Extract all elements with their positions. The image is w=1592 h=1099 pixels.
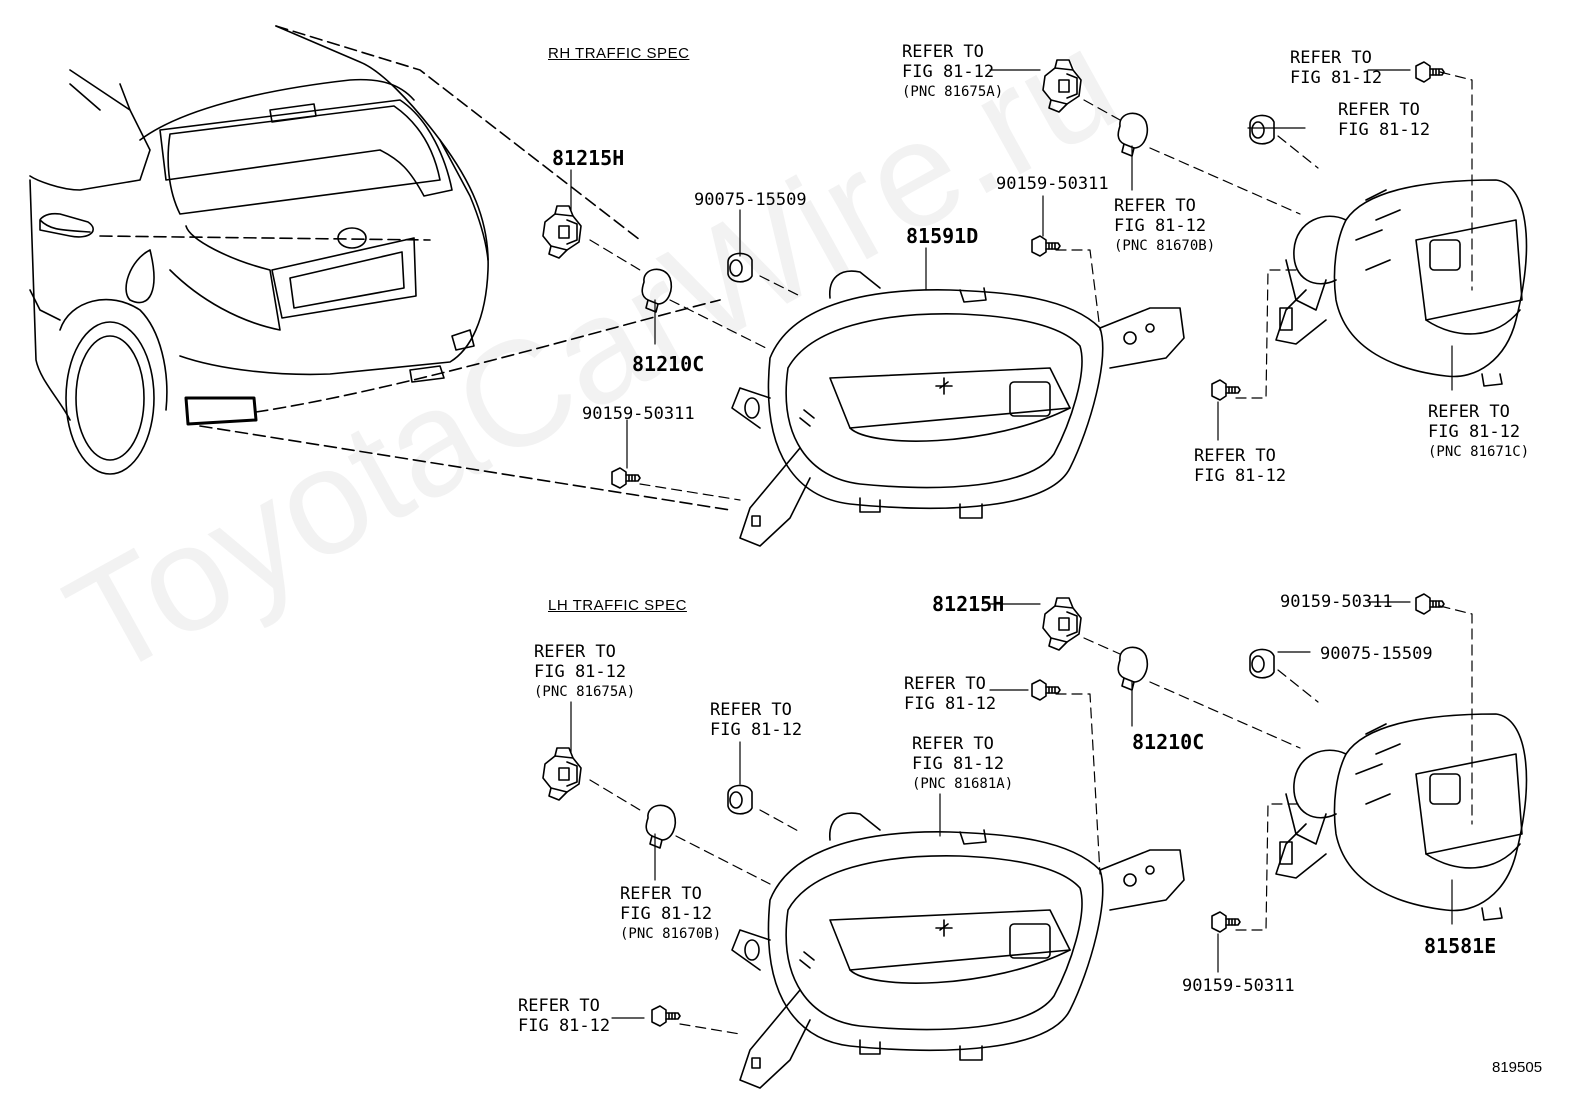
lh-part-81215H: 81215H (932, 592, 1005, 616)
rh-part-81215H: 81215H (552, 146, 625, 170)
lh-part-81210C: 81210C (1132, 730, 1205, 754)
rh-part-81210C: 81210C (632, 352, 705, 376)
lamp-81591D (731, 270, 1185, 547)
rh-part-90075: 90075-15509 (694, 190, 807, 210)
lh-part-90075: 90075-15509 (1320, 644, 1433, 664)
lh-part-81581E: 81581E (1424, 934, 1497, 958)
lh-part-90159-b: 90159-50311 (1182, 976, 1295, 996)
rh-section-title: RH TRAFFIC SPEC (548, 45, 690, 62)
lh-part-90159-a: 90159-50311 (1280, 592, 1393, 612)
figure-number: 819505 (1492, 1059, 1543, 1076)
lamp-81671C (1275, 179, 1528, 387)
lamp-81581E (1275, 713, 1528, 921)
lamp-81681A (731, 812, 1185, 1089)
lh-section-title: LH TRAFFIC SPEC (548, 597, 687, 614)
car-rear-illustration (29, 25, 489, 475)
rh-part-90159-b: 90159-50311 (996, 174, 1109, 194)
rh-part-90159-a: 90159-50311 (582, 404, 695, 424)
rh-part-81591D: 81591D (906, 224, 979, 248)
